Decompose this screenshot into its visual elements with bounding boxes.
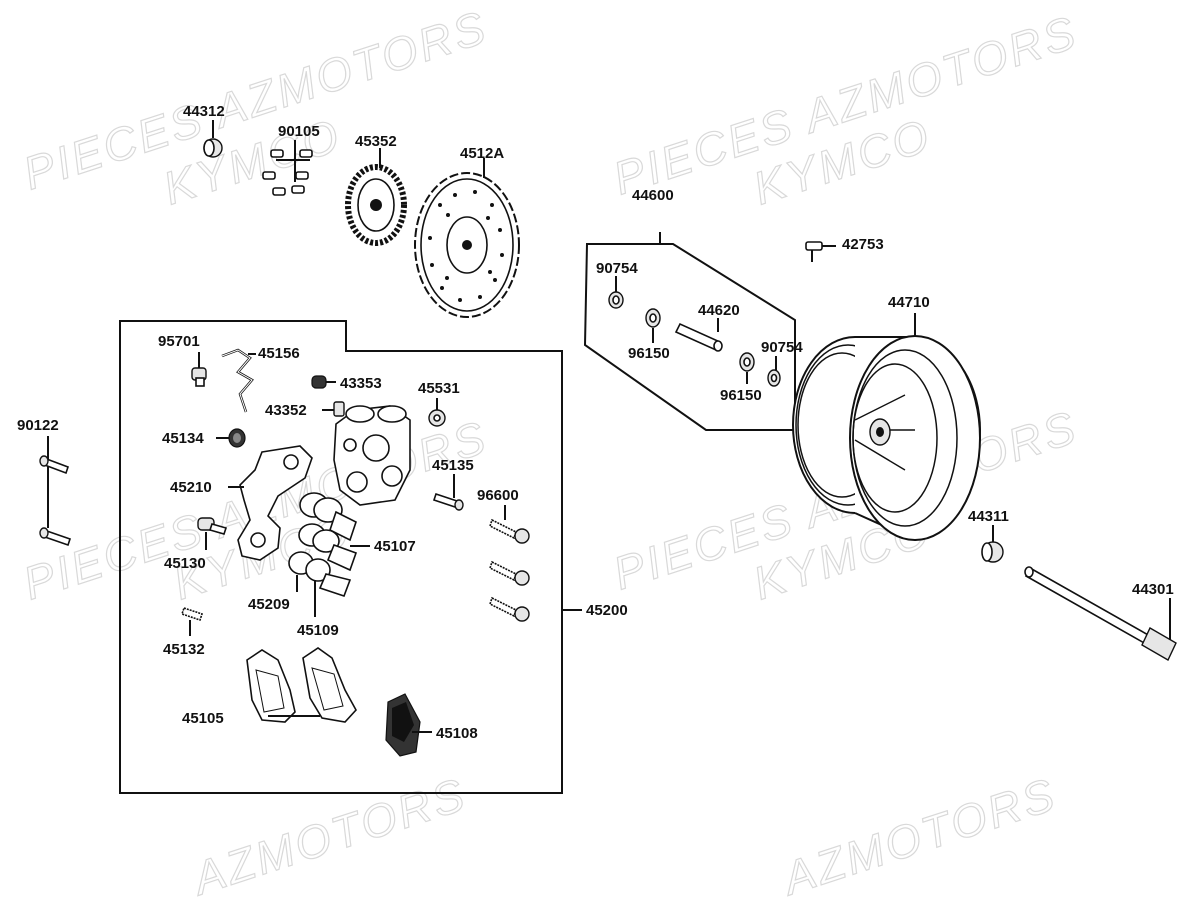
label-44710: 44710 bbox=[888, 294, 930, 311]
label-43352: 43352 bbox=[265, 402, 307, 419]
part-44312-collar bbox=[203, 120, 223, 158]
label-42753: 42753 bbox=[842, 236, 884, 253]
label-45200: 45200 bbox=[586, 602, 628, 619]
label-44312: 44312 bbox=[183, 103, 225, 120]
part-90122-pins bbox=[39, 436, 72, 547]
part-43353-cap bbox=[311, 375, 336, 389]
part-44710-wheel bbox=[792, 313, 982, 542]
part-44301-axle bbox=[1024, 566, 1177, 661]
label-96600: 96600 bbox=[477, 487, 519, 504]
label-90105: 90105 bbox=[278, 123, 320, 140]
part-45352-ring bbox=[345, 148, 407, 246]
part-45134-boot bbox=[216, 428, 246, 448]
group-45200-outline bbox=[119, 320, 563, 794]
label-43353: 43353 bbox=[340, 375, 382, 392]
part-90754-seal-b bbox=[767, 356, 781, 387]
label-44311: 44311 bbox=[968, 508, 1009, 525]
part-45531-nut bbox=[428, 398, 446, 427]
part-45210-bracket bbox=[228, 445, 313, 561]
part-96150-bearing-b bbox=[739, 352, 755, 384]
label-45105: 45105 bbox=[182, 710, 224, 727]
part-90754-seal-a bbox=[608, 276, 624, 309]
watermark-text: AZMOTORS bbox=[184, 767, 473, 900]
part-90105-bolts bbox=[262, 140, 313, 196]
label-45209: 45209 bbox=[248, 596, 290, 613]
label-90754-b: 90754 bbox=[761, 339, 803, 356]
part-45156-spring bbox=[221, 348, 256, 413]
label-95701: 95701 bbox=[158, 333, 200, 350]
label-45108: 45108 bbox=[436, 725, 478, 742]
label-96150-b: 96150 bbox=[720, 387, 762, 404]
label-45130: 45130 bbox=[164, 555, 206, 572]
part-96600-bolts bbox=[489, 505, 530, 622]
label-45107: 45107 bbox=[374, 538, 416, 555]
part-42753-valve bbox=[805, 241, 836, 262]
label-45531: 45531 bbox=[418, 380, 460, 397]
label-44600: 44600 bbox=[632, 187, 674, 204]
label-45210: 45210 bbox=[170, 479, 212, 496]
label-44301: 44301 bbox=[1132, 581, 1174, 598]
label-4512A: 4512A bbox=[460, 145, 504, 162]
part-95701-bolt bbox=[191, 352, 207, 387]
part-44311-collar bbox=[981, 525, 1004, 563]
part-4512A-brake-disc bbox=[414, 158, 520, 318]
part-45108-pad-spring bbox=[385, 693, 432, 757]
label-45135: 45135 bbox=[432, 457, 474, 474]
part-45132-pin bbox=[180, 606, 204, 636]
label-90122: 90122 bbox=[17, 417, 59, 434]
part-45107-pistons bbox=[288, 492, 370, 598]
label-44620: 44620 bbox=[698, 302, 740, 319]
label-96150-a: 96150 bbox=[628, 345, 670, 362]
part-caliper-body bbox=[333, 405, 411, 506]
part-96150-bearing-a bbox=[645, 308, 661, 343]
label-90754-a: 90754 bbox=[596, 260, 638, 277]
part-45105-pads bbox=[246, 647, 357, 723]
part-43352-screw bbox=[322, 401, 345, 417]
label-45109: 45109 bbox=[297, 622, 339, 639]
part-44620-collar bbox=[674, 318, 723, 352]
part-45130-pin-bolt bbox=[197, 517, 228, 550]
part-45135-pin bbox=[432, 474, 464, 511]
label-45134: 45134 bbox=[162, 430, 204, 447]
label-45156: 45156 bbox=[258, 345, 300, 362]
label-45132: 45132 bbox=[163, 641, 205, 658]
label-45352: 45352 bbox=[355, 133, 397, 150]
watermark-text: AZMOTORS bbox=[774, 767, 1063, 900]
